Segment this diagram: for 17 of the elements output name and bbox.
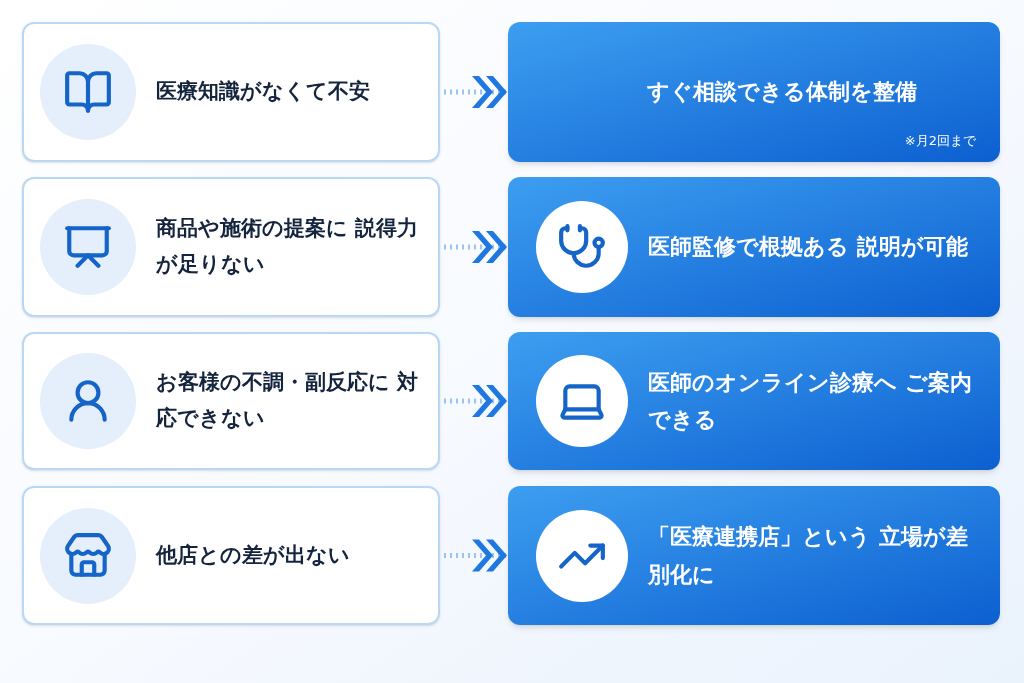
problem-card (22, 486, 440, 625)
solution-text: すぐ相談できる体制を整備 (647, 78, 917, 107)
solution-text: 医師のオンライン診療へ ご案内できる (648, 368, 973, 434)
solution-text: 「医療連携店」という 立場が差別化に (648, 523, 969, 589)
solution-card (508, 22, 1000, 162)
problem-text: 商品や施術の提案に 説得力が足りない (156, 215, 420, 278)
problem-card (22, 177, 440, 317)
solution-text: 医師監修で根拠ある 説明が可能 (648, 233, 968, 262)
problem-text: 他店との差が出ない (156, 541, 350, 569)
solution-card (508, 486, 1000, 625)
solution-card (508, 332, 1000, 470)
problem-card (22, 22, 440, 162)
problem-text: お客様の不調・副反応に 対応できない (156, 369, 420, 432)
problem-text: 医療知識がなくて不安 (156, 78, 370, 106)
problem-card (22, 332, 440, 470)
footnote-text: ※月2回まで (904, 131, 976, 150)
solution-card (508, 177, 1000, 317)
